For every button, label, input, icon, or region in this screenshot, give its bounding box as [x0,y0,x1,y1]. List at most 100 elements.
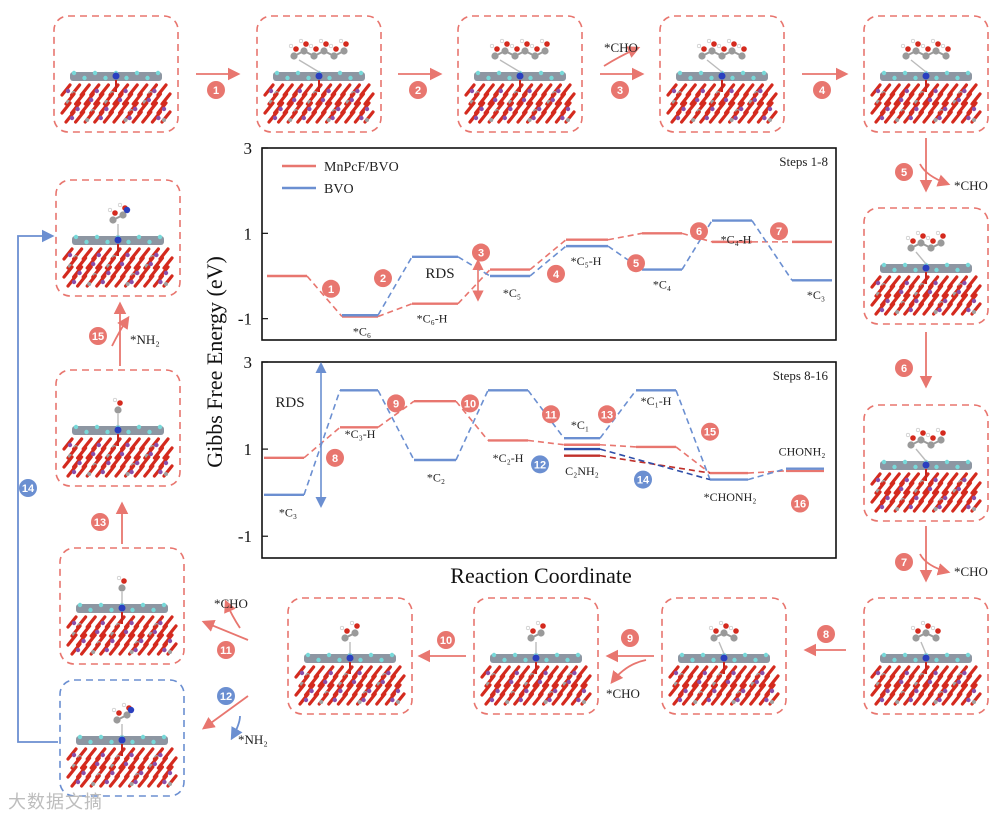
fluorine-atom [130,607,135,613]
substrate-bond [951,110,963,124]
step-badge-7 [895,553,913,571]
fluorine-atom [677,70,683,76]
step-number-3: 3 [617,85,623,97]
v-atom [767,106,773,112]
structure-tile-t15 [55,179,181,297]
fluorine-atom [337,657,342,663]
structure-tile-t9 [661,597,787,715]
oxygen-atom [930,435,936,441]
v-atom [966,504,971,510]
annotation-8: *CHONH₂ [704,490,757,504]
y-tick-label: -1 [238,310,252,329]
v-atom [908,697,913,703]
v-atom [704,115,709,121]
v-atom [123,761,129,767]
v-atom [521,97,527,103]
substrate-bond [308,692,320,706]
substrate-bond [478,110,490,124]
v-atom [885,106,890,112]
substrate-bond [883,692,896,706]
v-atom [937,115,942,121]
v-atom [162,647,167,653]
oxygen-atom [935,41,941,47]
v-atom [553,688,558,694]
mnpcf-layer [880,652,972,674]
substrate-bond [394,674,406,688]
step-number-11: 11 [220,645,232,657]
v-atom [156,115,161,121]
adsorbate-molecule [339,620,360,654]
step-badge-2 [409,81,427,99]
substrate-bond [951,692,963,706]
mnpcf-layer [880,70,972,92]
substrate-bond [960,284,973,298]
anchor-bond [718,641,725,655]
fluorine-atom [698,70,704,76]
bi-atom [125,472,130,476]
substrate-bond [156,774,168,788]
fluorine-atom [316,657,321,663]
byproduct-label-7: *CHO [954,564,988,579]
fluorine-atom [934,657,939,663]
substrate-bond [267,110,279,124]
bvo-substrate [464,83,576,124]
substrate-bond [903,92,915,106]
substrate-bond [883,284,896,298]
v-atom [485,670,491,676]
substrate-bond [484,692,496,706]
fluorine-atom [742,652,748,658]
oxygen-atom [711,41,717,47]
bi-atom [972,700,976,704]
annotation-3: *C₅ [503,286,521,300]
v-atom [355,88,360,94]
bi-atom [357,700,362,704]
v-atom [129,620,134,626]
bi-atom [768,118,772,122]
substrate-bond [561,692,573,706]
hydrogen-atom [318,38,324,44]
v-atom [899,289,904,295]
substrate-bond [870,101,882,115]
v-atom [301,115,306,121]
bi-atom [731,700,736,704]
fluorine-atom [902,459,908,465]
substrate-bond [89,624,101,638]
substrate-bond [893,674,905,688]
step-number-5: 5 [901,167,907,179]
hydrogen-atom [535,620,541,626]
v-atom [95,629,100,635]
substrate-bond [701,674,713,688]
step-number-1: 1 [213,85,219,97]
oxygen-atom [910,238,916,244]
step-number-9: 9 [627,633,633,645]
substrate-bond [79,642,92,656]
substrate-bond [516,92,528,106]
v-atom [167,770,173,776]
step-marker-8 [326,448,344,467]
v-atom [875,88,881,94]
substrate-bond [75,274,88,288]
substrate-bond [922,302,934,316]
v-atom [943,495,948,501]
substrate-bond [960,674,973,688]
oxygen-atom [905,46,911,52]
substrate-bond [883,302,896,316]
hydrogen-atom [489,43,495,49]
substrate-bond [79,756,92,770]
v-atom [104,106,109,112]
substrate-bond [336,692,348,706]
fluorine-atom [327,75,332,81]
step-badge-15 [89,327,107,345]
substrate-bond [718,92,730,106]
step-marker-7 [770,222,788,241]
fluorine-atom [892,464,897,470]
oxygen-atom [733,628,739,634]
v-atom [495,688,500,694]
substrate-bond [970,284,982,298]
v-atom [677,697,683,703]
substrate-bond [133,256,145,270]
substrate-bond [564,92,576,106]
oxygen-atom [121,578,127,584]
hydrogen-atom [112,397,118,403]
